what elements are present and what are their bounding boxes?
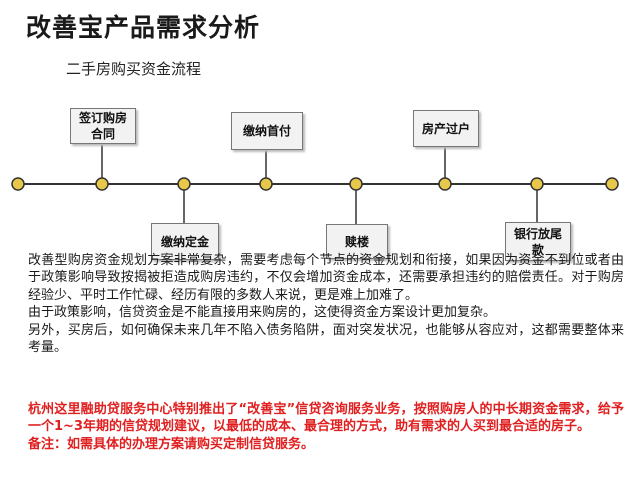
timeline-node-1 (95, 177, 109, 191)
description-text: 改善型购房资金规划方案非常复杂，需要考虑每个节点的资金规划和衔接，如果因为资金不… (28, 252, 624, 356)
promo-paragraph: 杭州这里融助贷服务中心特别推出了“改善宝”信贷咨询服务业务，按照购房人的中长期资… (28, 402, 624, 435)
description-paragraph: 由于政策影响，信贷资金是不能直接用来购房的，这使得资金方案设计更加复杂。 (28, 305, 497, 321)
step-sign-contract: 签订购房 合同 (70, 108, 136, 144)
description-paragraph: 改善型购房资金规划方案非常复杂，需要考虑每个节点的资金规划和衔接，如果因为资金不… (28, 253, 624, 303)
promo-note: 备注：如需具体的办理方案请购买定制信贷服务。 (28, 436, 315, 452)
promo-text: 杭州这里融助贷服务中心特别推出了“改善宝”信贷咨询服务业务，按照购房人的中长期资… (28, 401, 624, 453)
step-deposit: 缴纳定金 (151, 223, 219, 260)
page-title: 改善宝产品需求分析 (26, 13, 261, 42)
timeline-node-3 (259, 177, 273, 191)
timeline-node-start (11, 177, 25, 191)
timeline-node-5 (438, 177, 452, 191)
step-down-payment: 缴纳首付 (231, 112, 303, 150)
diagram-subtitle: 二手房购买资金流程 (66, 60, 202, 78)
description-paragraph: 另外，买房后，如何确保未来几年不陷入债务陷阱，面对突发状况，也能够从容应对，这都… (28, 322, 624, 356)
timeline-node-4 (349, 177, 363, 191)
timeline-node-end (605, 177, 619, 191)
flow-diagram (11, 142, 619, 224)
timeline-node-2 (177, 177, 191, 191)
step-bank-final-loan: 银行放尾 款 (505, 222, 571, 261)
step-transfer: 房产过户 (413, 110, 479, 147)
timeline-node-6 (530, 177, 544, 191)
step-redemption: 赎楼 (326, 224, 388, 259)
